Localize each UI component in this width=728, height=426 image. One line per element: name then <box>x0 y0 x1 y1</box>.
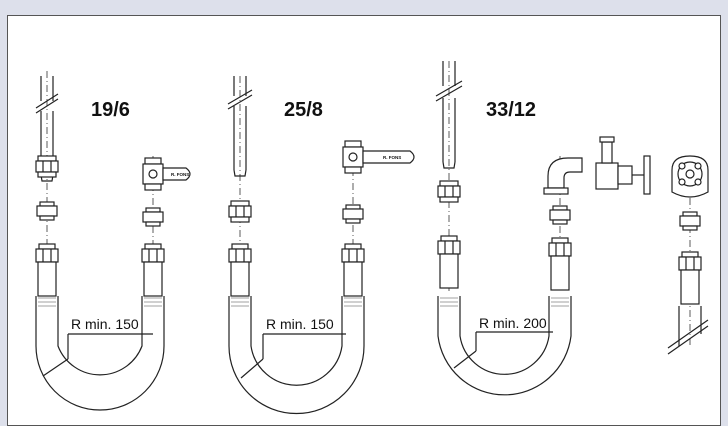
size-label-19-6: 19/6 <box>91 99 130 121</box>
handwheel-valve <box>671 155 709 346</box>
radius-label-1: R min. 150 <box>71 316 139 332</box>
size-label-33-12: 33/12 <box>486 99 536 121</box>
hose-1: R min. 150 <box>35 296 165 411</box>
size-label-25-8: 25/8 <box>284 99 323 121</box>
valve-tag-1: R. FONS <box>171 172 189 177</box>
ball-valve-2: R. FONS <box>342 140 415 174</box>
valve-tag-2: R. FONS <box>383 155 401 160</box>
radius-label-2: R min. 150 <box>266 316 334 332</box>
assembly-25-8: 25/8 R. FONS R min. 150 <box>227 76 415 415</box>
hose-installation-diagram: 19/6 R. FONS R min. 150 <box>35 61 709 415</box>
radius-label-3: R min. 200 <box>479 315 547 331</box>
hose-2: R min. 150 <box>228 296 365 415</box>
elbow-fitting <box>543 157 583 195</box>
gate-valve <box>595 136 651 195</box>
assembly-33-12: 33/12 <box>435 61 709 396</box>
hose-3: R min. 200 <box>437 296 572 396</box>
assembly-19-6: 19/6 R. FONS R min. 150 <box>35 71 191 411</box>
ball-valve-1: R. FONS <box>142 157 191 191</box>
diagram-frame: 19/6 R. FONS R min. 150 <box>7 15 721 426</box>
